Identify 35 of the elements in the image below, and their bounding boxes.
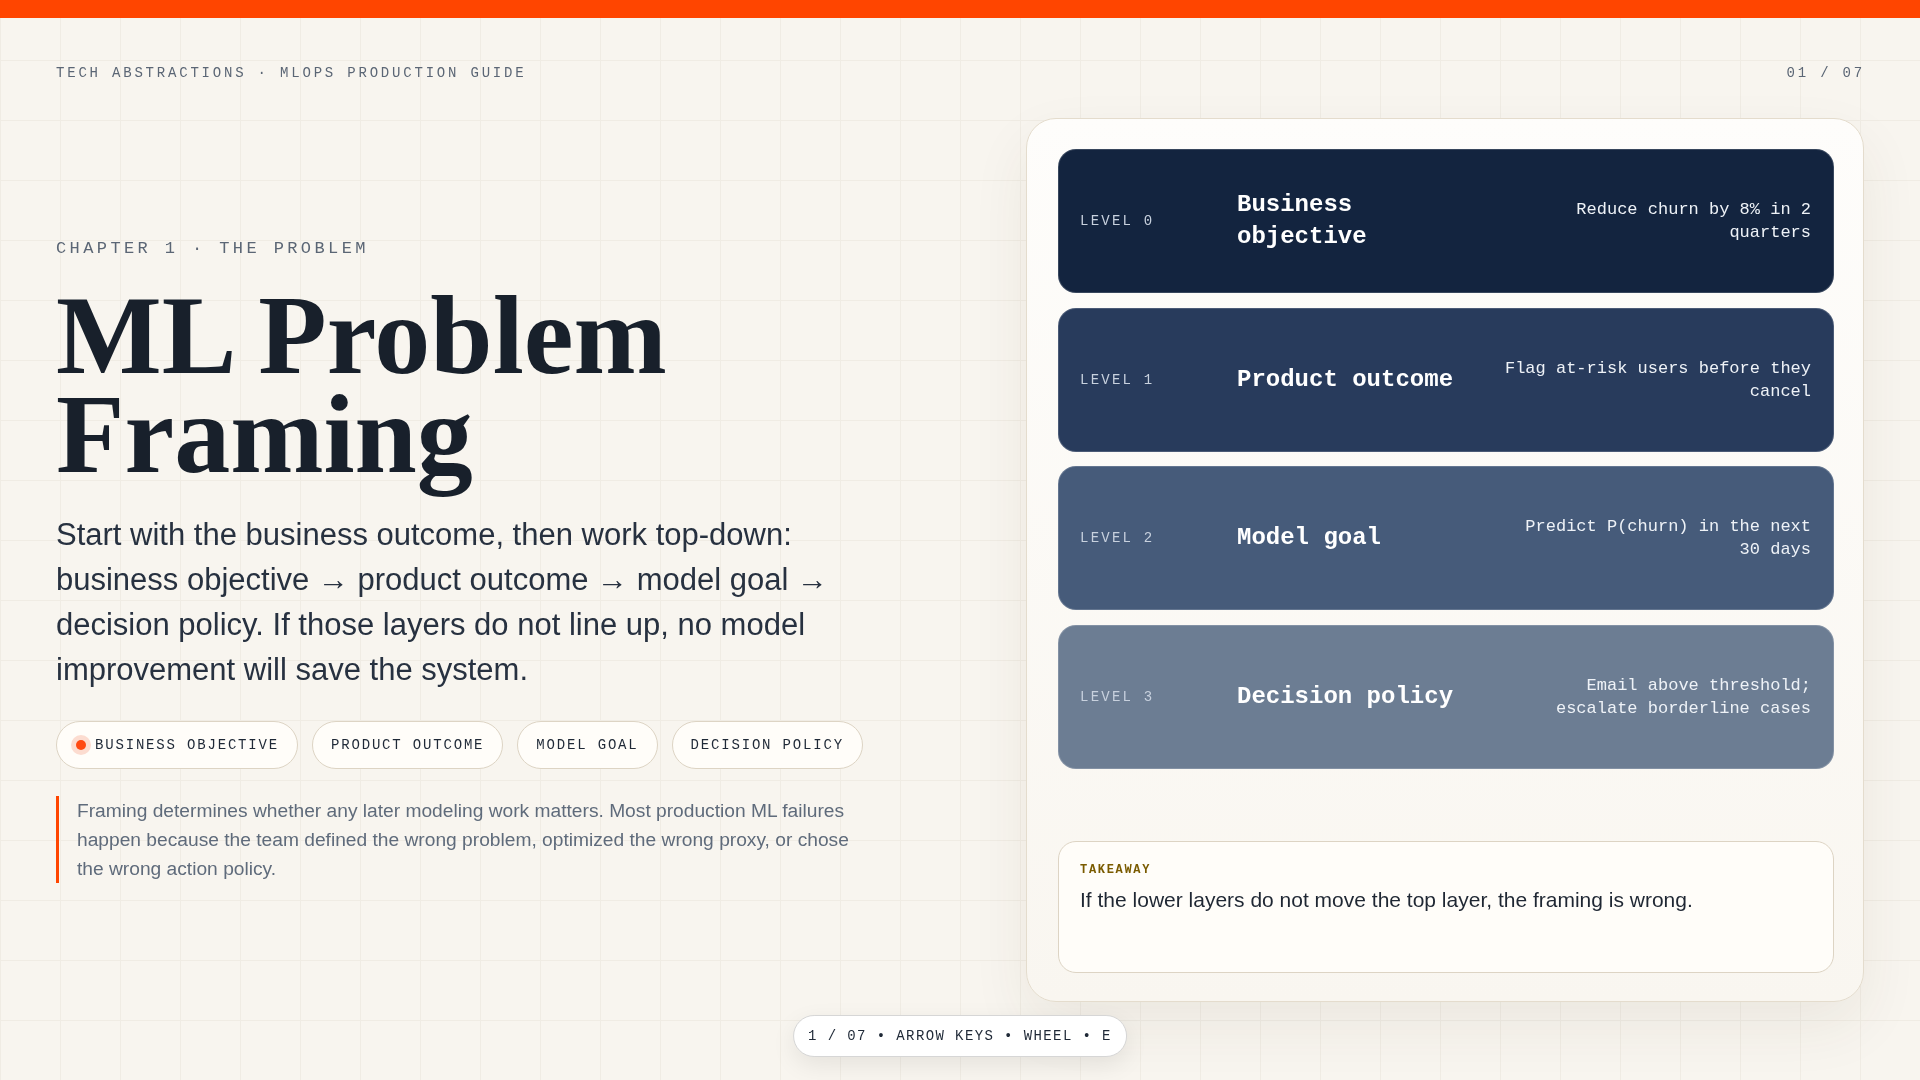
tag-chip [312,721,504,769]
page-counter: 01 / 07 [1786,64,1865,82]
takeaway-text: If the lower layers do not move the top layer, the framing is wrong. [1080,887,1693,912]
level-description: Email above threshold; escalate borderline cases [1554,675,1811,720]
level-band [1058,625,1834,769]
tag-chip [56,721,298,769]
level-label: LEVEL 2 [1080,529,1155,547]
tag-chip [671,721,863,769]
level-description: Predict P(churn) in the next 30 days [1524,516,1811,561]
chapter-label: CHAPTER 1 · THE PROBLEM [56,238,369,260]
level-band [1058,466,1834,610]
chip-label: PRODUCT OUTCOME [331,737,485,753]
tag-chip [517,721,658,769]
level-description: Flag at-risk users before they cancel [1503,358,1811,403]
series-header: TECH ABSTRACTIONS · MLOPS PRODUCTION GUIDE [56,64,527,82]
level-title: Business objective [1237,190,1368,252]
level-band [1058,149,1834,293]
slide-title: ML Problem Framing [56,286,668,499]
level-band [1058,308,1834,452]
chip-label: DECISION POLICY [690,737,844,753]
callout-note: Framing determines whether any later modeling work matters. Most production ML failures happen because the team defined the wrong problem, optimized the wrong proxy, or chose the wrong action policy. [56,796,850,883]
level-label: LEVEL 3 [1080,688,1155,706]
level-label: LEVEL 0 [1080,212,1155,230]
takeaway-card [1058,841,1834,973]
nav-hint-pill: 1 / 07 • ARROW KEYS • WHEEL • E [793,1015,1127,1057]
chip-label: MODEL GOAL [536,737,639,753]
level-title: Decision policy [1237,682,1455,712]
takeaway-kicker: TAKEAWAY [1080,863,1152,877]
level-label: LEVEL 1 [1080,371,1155,389]
chip-label: BUSINESS OBJECTIVE [95,737,279,753]
level-title: Product outcome [1237,365,1455,395]
level-description: Reduce churn by 8% in 2 quarters [1575,199,1811,244]
intro-paragraph: Start with the business outcome, then work top-down: business objective → product outcome → model goal → decision policy. If those layers do not line up, no model improvement will save the system. [56,516,829,689]
card-panel [1026,118,1864,1002]
level-title: Model goal [1237,523,1383,553]
